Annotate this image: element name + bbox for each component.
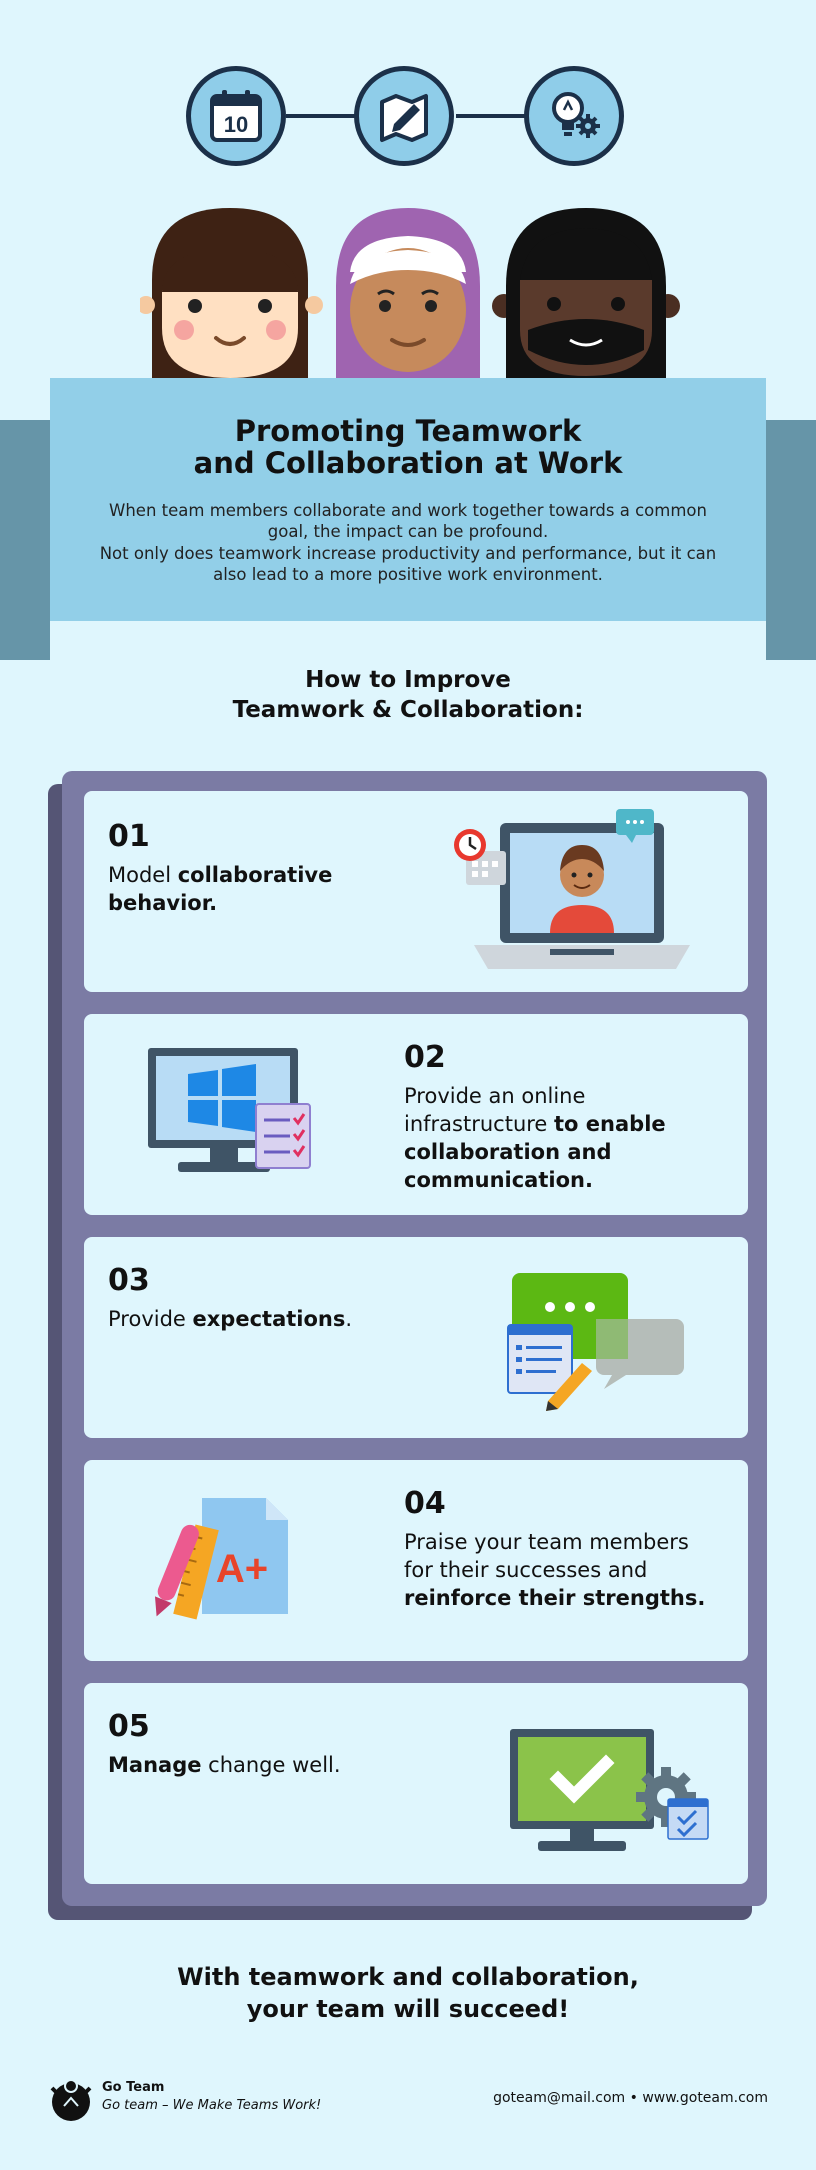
monitor-check-gear-icon xyxy=(510,1729,709,1851)
step-text: Praise your team members for their succe… xyxy=(404,1528,714,1612)
character-hijab-woman-icon xyxy=(336,208,480,380)
intro-line: goal, the impact can be profound. xyxy=(267,522,549,542)
grade-text: A+ xyxy=(216,1547,268,1591)
page-title-line1: Promoting Teamwork xyxy=(234,414,582,448)
step-text-bold: reinforce their strengths. xyxy=(404,1586,706,1610)
footer-brand: Go Team xyxy=(102,2080,165,2095)
step-card-02: 02 Provide an online infrastructure to e… xyxy=(84,1014,748,1215)
team-characters-illustration xyxy=(140,208,680,380)
header-band-right xyxy=(766,420,816,660)
header-box: Promoting Teamwork and Collaboration at … xyxy=(50,378,766,621)
step-text: Provide an online infrastructure to enab… xyxy=(404,1082,694,1194)
page-title: Promoting Teamwork and Collaboration at … xyxy=(50,414,766,480)
footer-tagline: Go team – We Make Teams Work! xyxy=(102,2098,322,2113)
chat-bubbles-document-icon xyxy=(507,1273,684,1411)
step-text-plain: change well. xyxy=(201,1753,341,1777)
character-girl-icon xyxy=(140,208,323,380)
intro-line: also lead to a more positive work enviro… xyxy=(213,565,603,585)
step-number: 01 xyxy=(108,819,150,854)
step-card-03: 03 Provide expectations. xyxy=(84,1237,748,1438)
desktop-windows-checklist-icon xyxy=(148,1048,311,1172)
footer-contact: goteam@mail.com • www.goteam.com xyxy=(493,2090,768,2106)
step-card-04: A+ 04 Praise your team members for their… xyxy=(84,1460,748,1661)
section-title-line1: How to Improve xyxy=(305,667,511,693)
character-bearded-man-icon xyxy=(492,208,680,380)
step-text-plain: Provide xyxy=(108,1307,193,1331)
go-team-logo-icon xyxy=(50,2079,92,2121)
page-title-line2: and Collaboration at Work xyxy=(193,445,623,480)
calendar-icon: 10 xyxy=(210,90,262,142)
step-text-plain: Praise your team members for their succe… xyxy=(404,1530,689,1582)
step-text-plain: Model xyxy=(108,863,178,887)
step-text: Manage change well. xyxy=(108,1751,408,1779)
step-number: 05 xyxy=(108,1709,150,1744)
step-text-bold: collaborative behavior. xyxy=(108,863,333,915)
step-number: 02 xyxy=(404,1040,446,1075)
grade-report-pen-ruler-icon: A+ xyxy=(154,1498,288,1620)
step-text-bold: expectations xyxy=(192,1307,346,1331)
map-pencil-icon xyxy=(380,94,428,142)
step-text-plain: . xyxy=(345,1307,353,1331)
step-text: Model collaborative behavior. xyxy=(108,861,368,917)
step-number: 04 xyxy=(404,1486,446,1521)
step-text-bold: to enable collaboration and communicatio… xyxy=(404,1112,666,1192)
icon-connector-left xyxy=(286,114,358,118)
step-card-01: 01 Model collaborative behavior. xyxy=(84,791,748,992)
step-card-05: 05 Manage change well. xyxy=(84,1683,748,1884)
section-title: How to Improve Teamwork & Collaboration: xyxy=(0,666,816,726)
closing-line2: your team will succeed! xyxy=(246,1995,570,2024)
step-number: 03 xyxy=(108,1263,150,1298)
calendar-day: 10 xyxy=(224,112,248,137)
intro-paragraph: When team members collaborate and work t… xyxy=(50,500,766,586)
step-text-plain: Provide an online infrastructure xyxy=(404,1084,586,1136)
laptop-video-call-icon xyxy=(454,809,690,969)
section-title-line2: Teamwork & Collaboration: xyxy=(232,696,584,723)
closing-line1: With teamwork and collaboration, xyxy=(177,1963,639,1991)
header-band-left xyxy=(0,420,50,660)
closing-message: With teamwork and collaboration, your te… xyxy=(0,1961,816,2026)
icon-connector-right xyxy=(456,114,528,118)
step-text-bold: Manage xyxy=(108,1753,202,1777)
lightbulb-gear-icon xyxy=(552,92,600,138)
lightbulb-gear-icon-circle xyxy=(524,66,624,166)
calendar-icon-circle: 10 xyxy=(186,66,286,166)
map-pencil-icon-circle xyxy=(354,66,454,166)
step-text: Provide expectations. xyxy=(108,1305,408,1333)
intro-line: Not only does teamwork increase producti… xyxy=(99,543,717,563)
intro-line: When team members collaborate and work t… xyxy=(109,500,707,520)
